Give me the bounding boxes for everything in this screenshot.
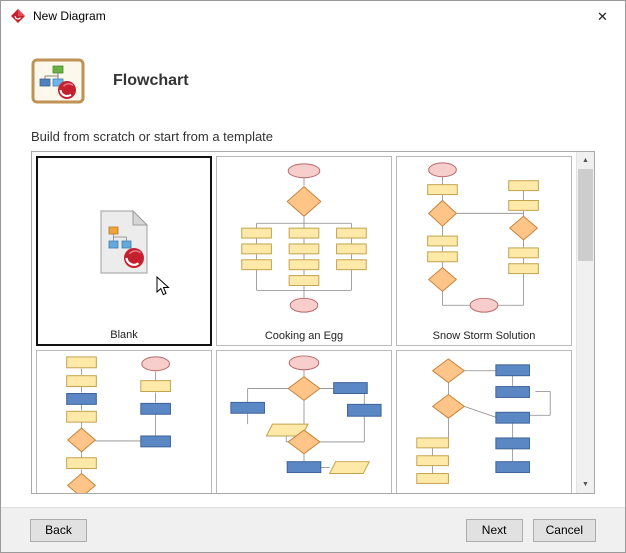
template-label: Snow Storm Solution	[432, 330, 536, 342]
template-card-blank[interactable]: Blank	[36, 156, 212, 346]
flowchart-thumbnail	[397, 157, 571, 345]
page-title: Flowchart	[113, 72, 189, 89]
template-label: Cooking an Egg	[264, 330, 344, 342]
window-title: New Diagram	[33, 9, 106, 23]
page-subtitle: Build from scratch or start from a templ…	[31, 129, 274, 144]
template-label: Blank	[110, 329, 138, 341]
blank-document-icon	[38, 158, 210, 326]
template-grid: Blank	[32, 152, 577, 493]
mouse-pointer-icon	[156, 276, 170, 296]
template-card-snow-storm-solution[interactable]: Snow Storm Solution	[396, 156, 572, 346]
flowchart-type-icon	[31, 57, 87, 105]
gallery-scrollbar[interactable]: ▲ ▼	[576, 152, 594, 493]
title-bar: New Diagram ✕	[1, 1, 625, 31]
app-logo-icon	[10, 8, 26, 24]
template-card-6[interactable]	[396, 350, 572, 493]
next-button[interactable]: Next	[465, 518, 523, 542]
template-card-cooking-an-egg[interactable]: Cooking an Egg	[216, 156, 392, 346]
flowchart-thumbnail	[397, 351, 571, 493]
scroll-down-button[interactable]: ▼	[582, 481, 589, 488]
template-gallery: Blank	[31, 151, 595, 494]
flowchart-thumbnail	[217, 351, 391, 493]
flowchart-thumbnail	[217, 157, 391, 345]
template-card-5[interactable]	[216, 350, 392, 493]
back-button[interactable]: Back	[30, 518, 87, 542]
close-button[interactable]: ✕	[580, 1, 625, 31]
cancel-button[interactable]: Cancel	[532, 518, 596, 542]
diagram-type-header: Flowchart	[31, 57, 595, 105]
dialog-content: Flowchart Build from scratch or start fr…	[1, 57, 625, 494]
flowchart-thumbnail	[37, 351, 211, 493]
dialog-footer: Back Next Cancel	[1, 507, 625, 552]
scrollbar-thumb[interactable]	[578, 169, 593, 261]
template-card-4[interactable]	[36, 350, 212, 493]
scroll-up-button[interactable]: ▲	[582, 157, 589, 164]
